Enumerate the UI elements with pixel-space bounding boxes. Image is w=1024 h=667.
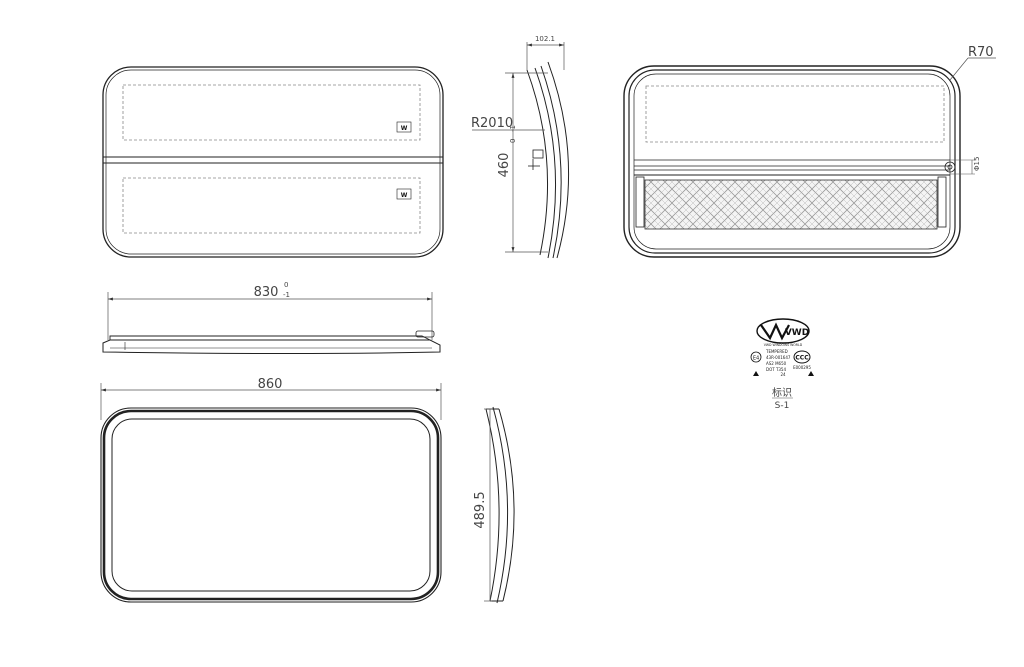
cert-line-2: 43R-001647 [766, 355, 791, 360]
cert-line-3: AS2 M650 [766, 361, 787, 366]
height-460-tol-lower: -1 [509, 125, 517, 132]
ccc-mark-label: CCC [795, 355, 809, 362]
height-489-dimension [484, 408, 492, 602]
height-460-tol-upper: 0 [509, 139, 517, 143]
e-mark-icon: E4 [750, 351, 762, 363]
width-830-tol-upper: 0 [284, 281, 288, 289]
plan-view [102, 330, 441, 354]
cert-line-1: TEMPERED [765, 349, 788, 354]
warning-triangle-right-icon [808, 371, 814, 376]
e-mark-label: E4 [753, 356, 759, 362]
width-830-tol-lower: -1 [283, 291, 290, 299]
ccc-mark-icon: CCC [793, 350, 811, 364]
width-830-label: 830 [254, 285, 279, 300]
pin-dimension-label: Φ15 [973, 157, 981, 171]
radius-70-label: R70 [968, 45, 994, 60]
cert-line-4: DOT T354 [766, 367, 786, 372]
ccc-code: E000295 [793, 365, 811, 370]
inner-frame-view [100, 407, 442, 603]
width-830-dimension [107, 292, 433, 340]
caption-chinese: 标识 [772, 387, 792, 399]
radius-2010-label: R2010 [471, 116, 513, 131]
svg-text:W: W [401, 192, 408, 199]
front-view-logo-mark-lower: W [396, 188, 412, 200]
height-489-label: 489.5 [473, 491, 488, 528]
side-view [526, 61, 570, 259]
depth-label: 102.1 [535, 35, 555, 43]
rear-view [623, 65, 961, 258]
brand-logo: VWD [756, 318, 810, 344]
warning-triangle-left-icon [753, 371, 759, 376]
front-view [102, 66, 444, 258]
front-view-logo-mark-upper: W [396, 121, 412, 133]
width-860-dimension [100, 383, 442, 420]
brand-logo-mark: VWD [785, 328, 809, 338]
pin-dimension [950, 159, 975, 175]
hinge-pin [944, 161, 956, 173]
height-460-dimension [505, 72, 548, 253]
caption-code: S-1 [775, 401, 790, 411]
fly-screen-mesh [644, 179, 938, 230]
brand-logo-line: VWD WINDOWS WORLD [764, 343, 803, 347]
height-460-label: 460 [497, 153, 512, 178]
frame-side-view [485, 406, 515, 604]
svg-text:W: W [401, 125, 408, 132]
footer-number: 24 [780, 372, 786, 377]
width-860-label: 860 [258, 377, 283, 392]
depth-dimension [526, 42, 565, 70]
